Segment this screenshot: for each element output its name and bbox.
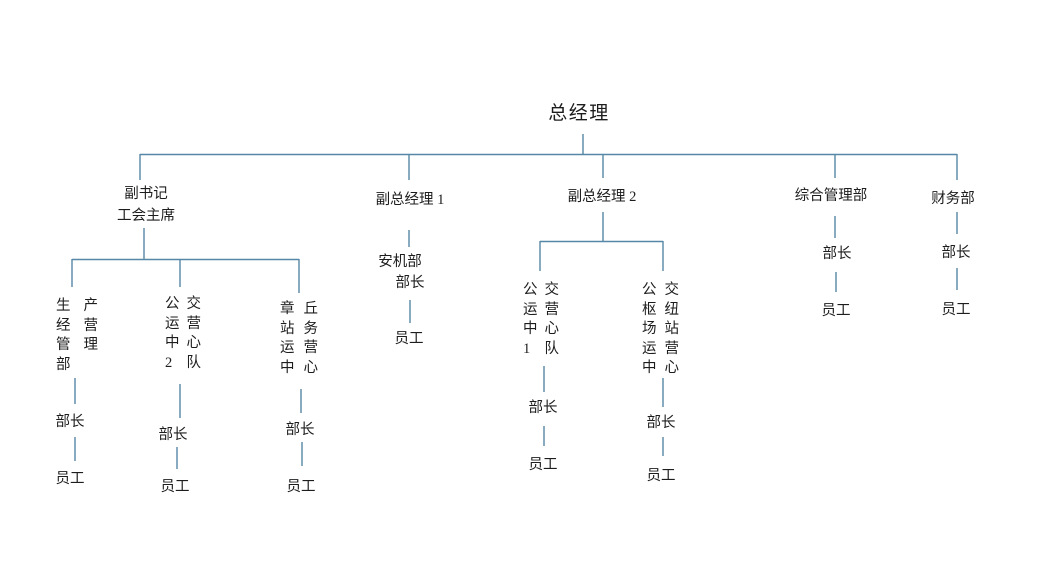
bus-ops-team1-line: 运营 [523,301,559,318]
node-general-manager: 总经理 [548,103,610,124]
deputy-secretary-line1: 副书记 [124,186,168,202]
node-finance-dept: 财务部 [931,191,975,207]
chief-label: 部长 [528,400,558,416]
production-dept-line: 管理 [56,337,98,353]
hub-station-line: 中心 [642,360,679,376]
staff-label: 员工 [286,479,316,495]
zhangqiu-station-line: 章丘 [280,301,318,317]
staff-label: 员工 [55,471,85,487]
node-zhangqiu-station-center: 章丘 站务 运营 中心 [280,301,318,379]
zhangqiu-station-line: 站务 [280,320,318,337]
hub-station-line: 枢纽 [642,301,679,318]
hub-station-line: 运营 [642,340,679,357]
production-dept-line: 经营 [56,317,98,334]
staff-label: 员工 [646,468,676,484]
production-dept-line: 生产 [56,298,98,314]
staff-label: 员工 [941,302,971,318]
node-production-dept: 生产 经营 管理 部 [56,298,98,376]
chief-label: 部长 [646,415,676,431]
chief-label: 部长 [822,246,852,262]
node-anji-dept: 安机部 [378,254,422,270]
node-general-admin-dept: 综合管理部 [794,188,868,204]
anji-chief-label: 部长 [395,275,425,291]
node-deputy-gm1: 副总经理 1 [375,192,445,208]
chief-label: 部长 [285,422,315,438]
chief-label: 部长 [55,414,85,430]
node-deputy-gm2: 副总经理 2 [567,189,637,205]
staff-label: 员工 [821,303,851,319]
deputy-secretary-line2: 工会主席 [117,208,175,224]
hub-station-line: 场站 [642,321,679,337]
zhangqiu-station-line: 运营 [280,340,318,356]
bus-ops-team1-line: 中心 [523,321,559,337]
bus-ops-team2-line: 运营 [165,315,201,332]
chief-label: 部长 [941,245,971,261]
node-hub-station-center: 公交 枢纽 场站 运营 中心 [642,282,679,380]
hub-station-line: 公交 [642,282,679,298]
bus-ops-team2-line: 公交 [165,296,201,312]
staff-label: 员工 [160,479,190,495]
staff-label: 员工 [394,331,424,347]
zhangqiu-station-line: 中心 [280,359,318,376]
bus-ops-team1-line: 公交 [523,282,559,298]
staff-label: 员工 [528,457,558,473]
chief-label: 部长 [158,427,188,443]
bus-ops-team2-line: 中心 [165,335,201,351]
node-deputy-secretary: 副书记 工会主席 [117,183,175,227]
production-dept-line: 部 [56,356,71,373]
